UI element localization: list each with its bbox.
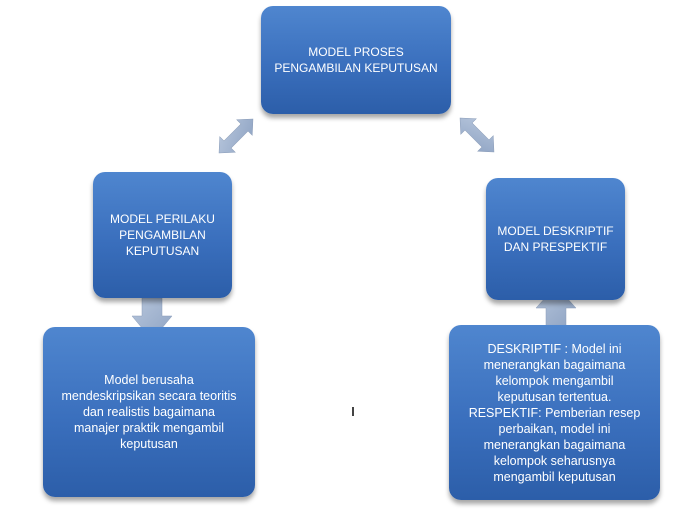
right-desc-line1: DESKRIPTIF : Model ini — [487, 341, 622, 356]
left-desc-line1: Model berusaha — [104, 373, 194, 387]
behavior-model-description-box: Model berusaha mendeskripsikan secara te… — [43, 327, 255, 497]
behavior-model-box: MODEL PERILAKU PENGAMBILAN KEPUTUSAN — [93, 172, 232, 298]
right-box-line2: DAN PRESPEKTIF — [503, 240, 608, 254]
right-desc-line3: kelompok mengambil — [495, 373, 614, 388]
double-arrow-top-left — [218, 118, 254, 154]
top-box-line2: PENGAMBILAN KEPUTUSAN — [274, 61, 438, 75]
right-desc-line4: keputusan tertentua. — [497, 389, 612, 404]
left-desc-line5: keputusan — [120, 437, 178, 451]
right-desc-line8: kelompok seharusnya — [493, 453, 616, 468]
right-desc-line9: mengambil keputusan — [493, 469, 616, 484]
left-box-line2: PENGAMBILAN — [119, 228, 206, 242]
right-desc-line2: menerangkan bagaimana — [483, 357, 626, 372]
descriptive-prescriptive-model-box: MODEL DESKRIPTIF DAN PRESPEKTIF — [486, 178, 625, 300]
decision-process-model-box: MODEL PROSES PENGAMBILAN KEPUTUSAN — [261, 6, 451, 114]
right-desc-line5: RESPEKTIF: Pemberian resep — [468, 405, 641, 420]
right-desc-line6: perbaikan, model ini — [498, 421, 611, 436]
top-box-line1: MODEL PROSES — [308, 45, 404, 59]
right-desc-line7: menerangkan bagaimana — [483, 437, 626, 452]
left-box-line1: MODEL PERILAKU — [110, 212, 215, 226]
left-desc-line3: dan realistis bagaimana — [82, 405, 215, 419]
left-desc-line4: manajer praktik mengambil — [73, 421, 225, 435]
right-box-line1: MODEL DESKRIPTIF — [497, 224, 614, 238]
double-arrow-top-right — [459, 117, 495, 153]
descriptive-prescriptive-description-box: DESKRIPTIF : Model ini menerangkan bagai… — [449, 325, 660, 500]
left-desc-line2: mendeskripsikan secara teoritis — [61, 389, 237, 403]
left-box-line3: KEPUTUSAN — [125, 244, 200, 258]
text-cursor-mark — [352, 407, 354, 416]
